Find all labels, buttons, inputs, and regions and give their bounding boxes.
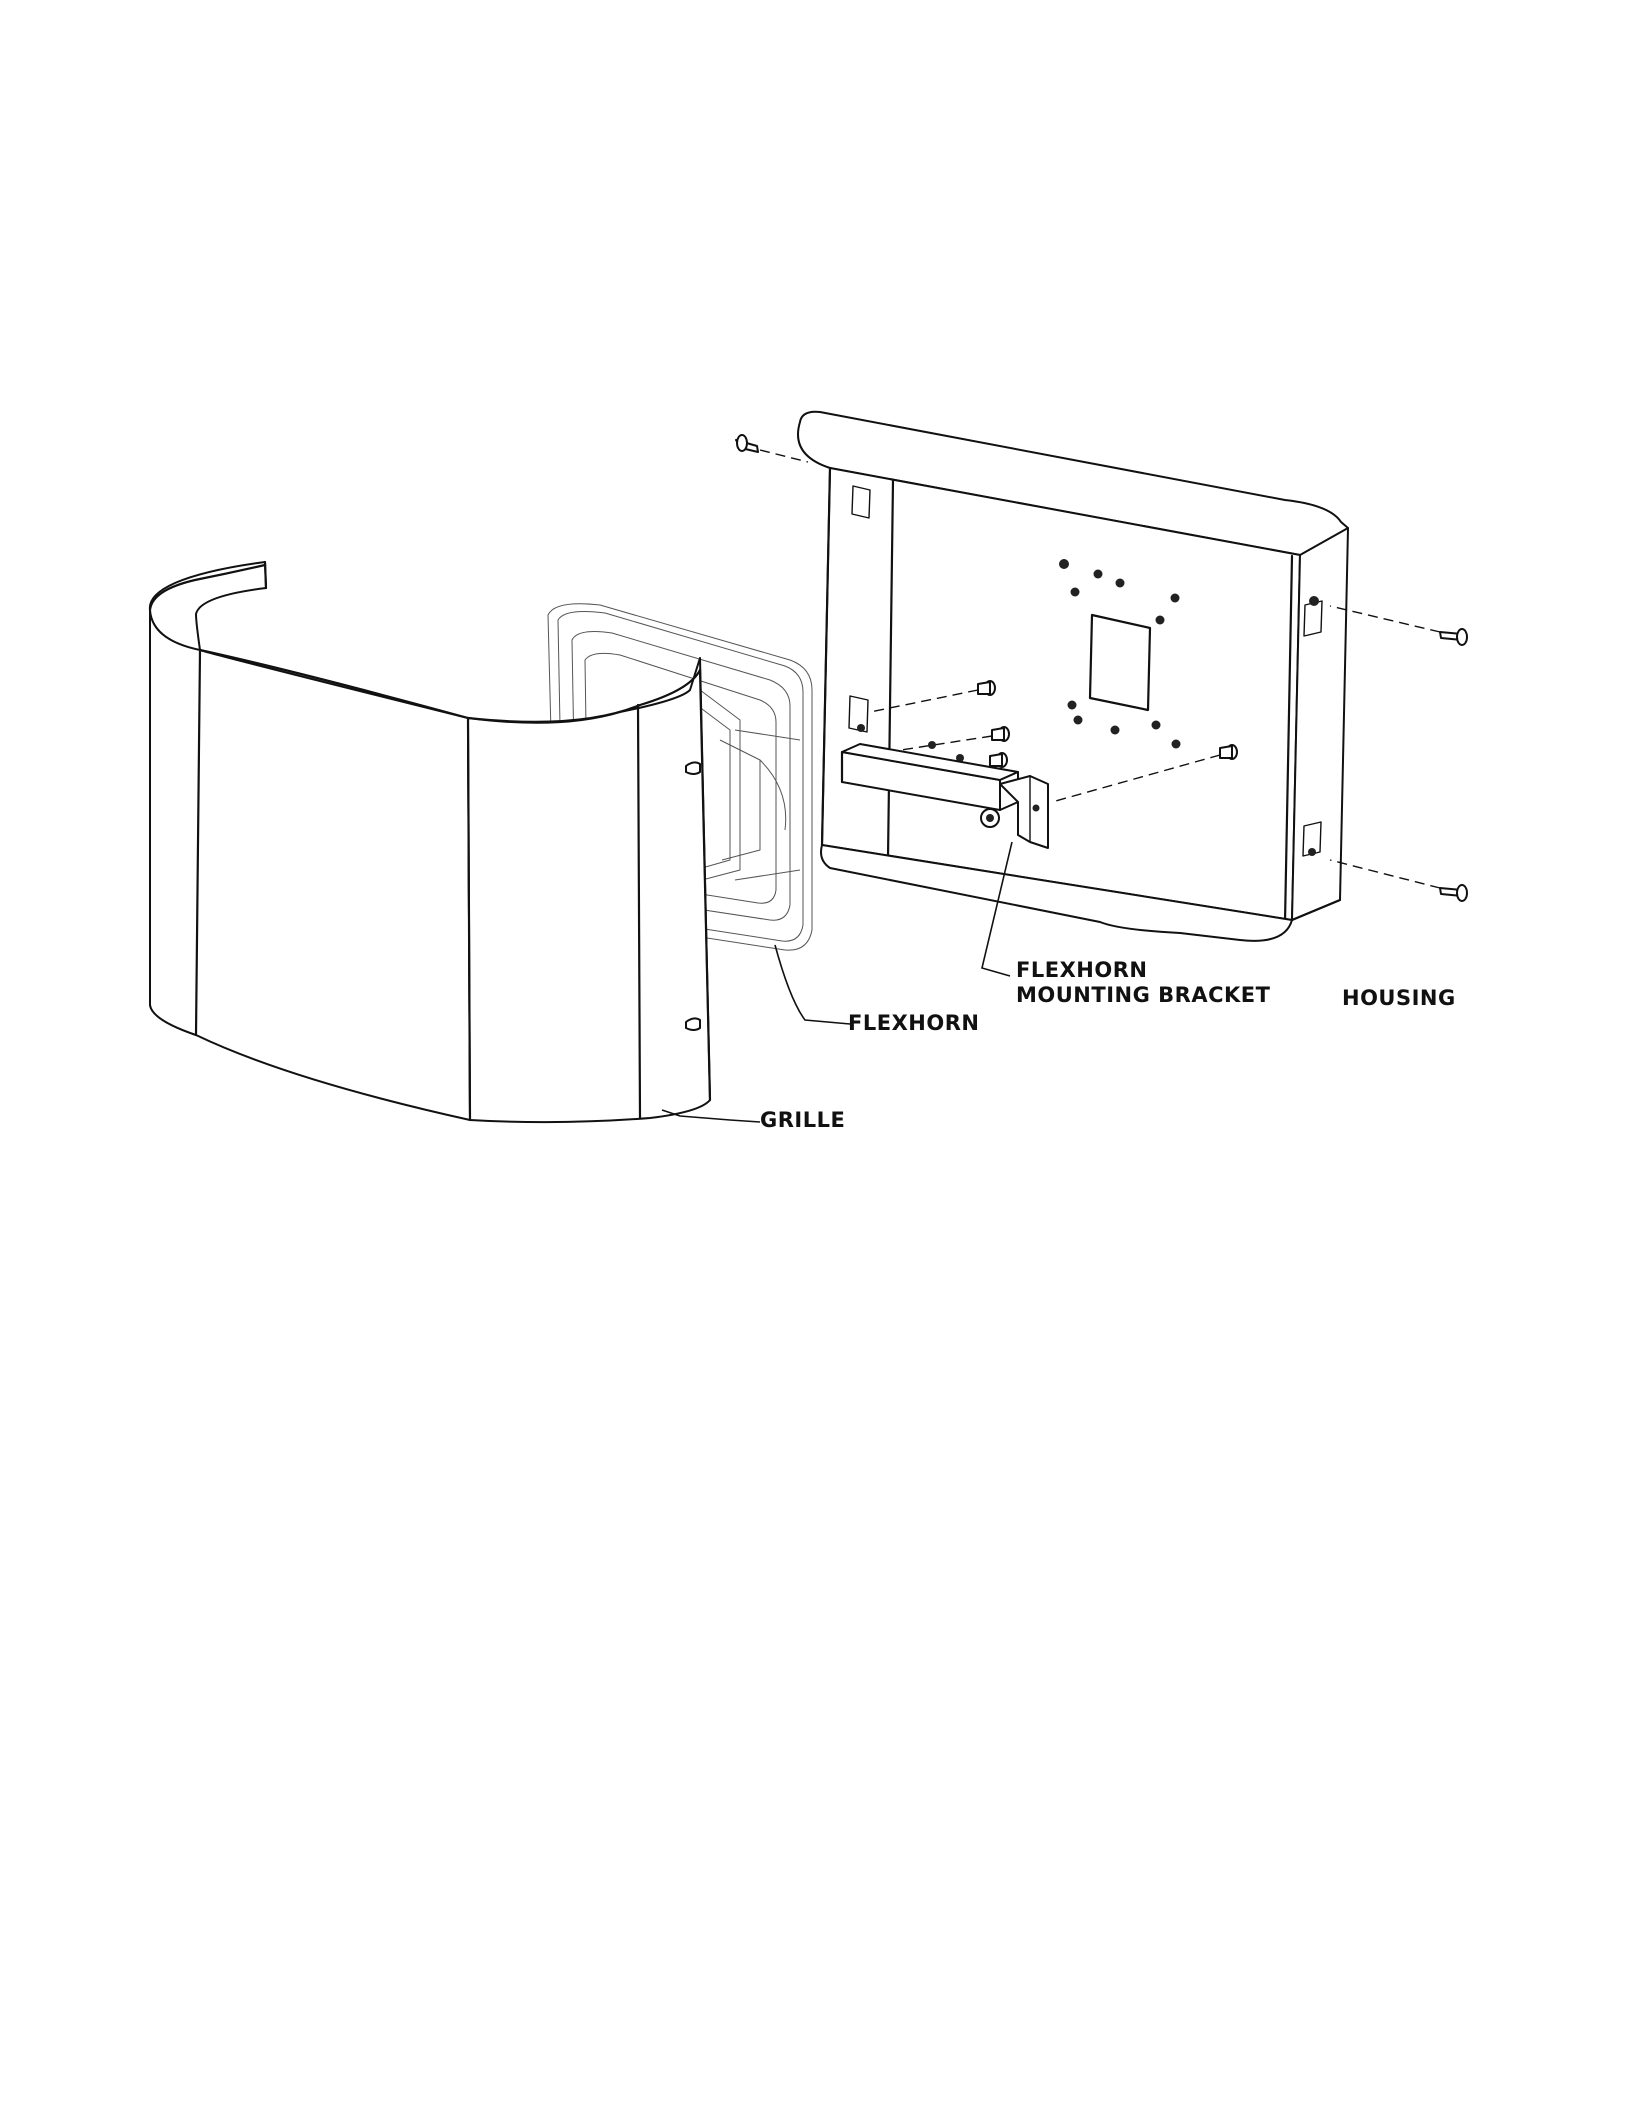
screw-top-left	[736, 435, 758, 452]
screw-bracket-3	[990, 753, 1007, 767]
flexhorn-label: FLEXHORN	[848, 1011, 979, 1035]
screw-bracket-2	[992, 727, 1009, 741]
grille-label: GRILLE	[760, 1108, 845, 1132]
screw-bracket-1	[978, 681, 995, 695]
flexhorn-leader	[775, 945, 850, 1024]
grille	[150, 562, 710, 1122]
screw-bracket-4	[1220, 745, 1237, 759]
housing-label: HOUSING	[1342, 986, 1456, 1010]
housing	[798, 412, 1348, 941]
screw-right-lower	[1440, 885, 1467, 901]
bracket-label-line2: MOUNTING BRACKET	[1016, 983, 1270, 1007]
screw-right-upper	[1440, 629, 1467, 645]
bracket-label-line1: FLEXHORN	[1016, 958, 1147, 982]
